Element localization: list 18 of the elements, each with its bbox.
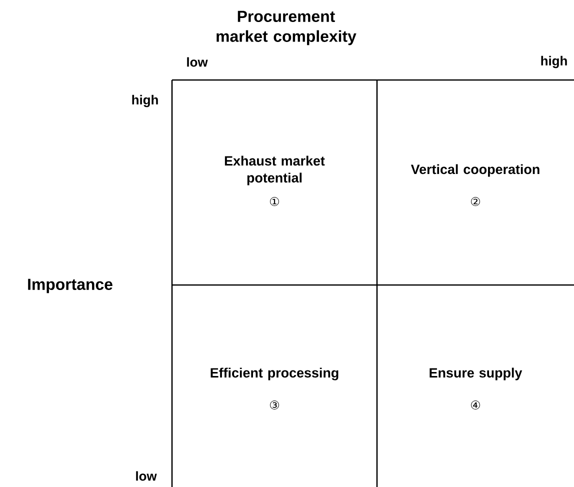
axis-end-label: low xyxy=(187,57,208,67)
axis-end-label: high xyxy=(541,56,567,68)
circled-number: ④ xyxy=(471,400,480,410)
circled-number: ③ xyxy=(270,400,279,410)
axis-end-label: low xyxy=(136,471,157,481)
node-text: Ensure supply ④ xyxy=(430,368,522,410)
axis-title: Importance xyxy=(28,278,112,294)
quadrant-title: Ensure supply xyxy=(430,368,522,380)
node-text: Efficient processing ③ xyxy=(210,368,338,410)
circled-number: ② xyxy=(471,197,480,206)
quadrant-title: Efficient processing xyxy=(210,368,338,380)
circled-number: ① xyxy=(270,197,279,206)
axis-title: Procurement market complexity xyxy=(216,10,356,46)
node-text: Vertical cooperation ② xyxy=(410,164,540,206)
node-text: Exhaust market potential ① xyxy=(224,156,325,206)
axis-end-label: high xyxy=(132,94,158,108)
quadrant-title: Vertical cooperation xyxy=(410,164,540,177)
quadrant-title: Exhaust market potential xyxy=(224,156,325,186)
